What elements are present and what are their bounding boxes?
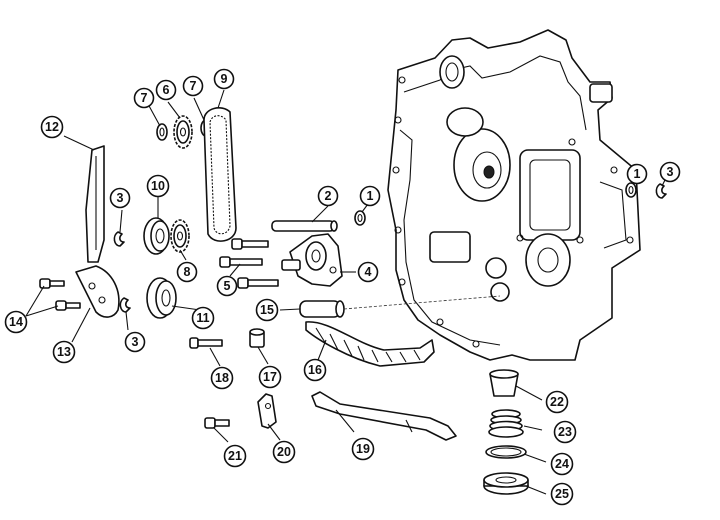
part-2-shaft <box>271 220 338 232</box>
part-20-bracket <box>257 393 277 429</box>
callout-2-label: 2 <box>325 189 332 203</box>
callout-9-label: 9 <box>221 72 228 86</box>
part-3-clip-right <box>655 183 667 199</box>
callout-21-label: 21 <box>228 449 242 463</box>
callout-24: 24 <box>550 452 574 476</box>
callout-12-label: 12 <box>45 120 59 134</box>
callout-24-label: 24 <box>555 457 569 471</box>
callout-18-label: 18 <box>215 371 229 385</box>
callout-21: 21 <box>223 444 247 468</box>
part-15-sleeve <box>299 295 501 318</box>
callout-10: 10 <box>146 174 170 198</box>
callout-14: 14 <box>4 310 28 334</box>
callout-22-label: 22 <box>550 395 564 409</box>
callout-4: 4 <box>357 261 379 283</box>
callout-2: 2 <box>317 185 339 207</box>
part-9-chain <box>203 107 237 242</box>
callout-3b: 3 <box>124 331 146 353</box>
part-1-nut-left <box>354 210 366 226</box>
callout-8: 8 <box>176 261 198 283</box>
callout-16: 16 <box>303 358 327 382</box>
callout-12: 12 <box>40 115 64 139</box>
callout-22: 22 <box>545 390 569 414</box>
callout-3a-label: 3 <box>117 191 124 205</box>
part-21-bolt <box>204 417 230 429</box>
crankcase-half <box>387 29 641 361</box>
callout-19-label: 19 <box>356 442 370 456</box>
part-8-sprocket <box>170 219 190 253</box>
callout-15-label: 15 <box>260 303 274 317</box>
part-14-bolts <box>39 278 81 311</box>
callout-19: 19 <box>351 437 375 461</box>
callout-6-label: 6 <box>163 83 170 97</box>
callout-23-label: 23 <box>558 425 572 439</box>
part-7-washer-left <box>156 123 168 141</box>
callout-10-label: 10 <box>151 179 165 193</box>
callout-8-label: 8 <box>184 265 191 279</box>
part-13-plate <box>75 265 120 318</box>
part-12-guide <box>85 145 105 263</box>
callout-15: 15 <box>255 298 279 322</box>
callout-4-label: 4 <box>365 265 372 279</box>
part-11-gear <box>146 277 177 319</box>
callout-18: 18 <box>210 366 234 390</box>
callout-1b-label: 1 <box>634 167 641 181</box>
callout-1a-label: 1 <box>367 189 374 203</box>
part-4-oil-pump <box>281 233 343 287</box>
callout-13: 13 <box>52 340 76 364</box>
callout-17-label: 17 <box>263 370 277 384</box>
part-1-nut-right <box>625 182 637 198</box>
part-18-bolt <box>189 337 223 349</box>
callout-7a: 7 <box>133 87 155 109</box>
callout-1a: 1 <box>359 185 381 207</box>
callout-17: 17 <box>258 365 282 389</box>
callout-11: 11 <box>191 306 215 330</box>
callout-3b-label: 3 <box>132 335 139 349</box>
callout-13-label: 13 <box>57 345 71 359</box>
part-24-o-ring <box>485 445 527 459</box>
callout-25: 25 <box>550 482 574 506</box>
callout-5-label: 5 <box>224 279 231 293</box>
callout-7a-label: 7 <box>141 91 148 105</box>
part-3-clip-lower <box>119 297 131 313</box>
callout-6: 6 <box>155 79 177 101</box>
callout-23: 23 <box>553 420 577 444</box>
callout-3a: 3 <box>109 187 131 209</box>
part-19-guide <box>311 391 457 441</box>
part-5-bolts <box>219 238 279 289</box>
part-17-bushing <box>249 328 265 348</box>
callout-3c-label: 3 <box>667 165 674 179</box>
callout-9: 9 <box>213 68 235 90</box>
part-25-drain-plug <box>483 472 529 495</box>
callout-5: 5 <box>216 275 238 297</box>
callout-20-label: 20 <box>277 445 291 459</box>
callout-7b: 7 <box>182 75 204 97</box>
callout-1b: 1 <box>626 163 648 185</box>
part-23-spring <box>488 409 524 438</box>
callout-25-label: 25 <box>555 487 569 501</box>
callout-14-label: 14 <box>9 315 23 329</box>
part-16-tensioner-guide <box>305 321 435 367</box>
callout-16-label: 16 <box>308 363 322 377</box>
part-22-cap <box>489 369 519 397</box>
callout-11-label: 11 <box>196 311 209 325</box>
part-10-gear <box>143 217 170 255</box>
callout-7b-label: 7 <box>190 79 197 93</box>
callout-3c: 3 <box>659 161 681 183</box>
part-3-clip-upper <box>113 231 125 247</box>
part-6-sprocket <box>173 115 193 149</box>
callout-20: 20 <box>272 440 296 464</box>
